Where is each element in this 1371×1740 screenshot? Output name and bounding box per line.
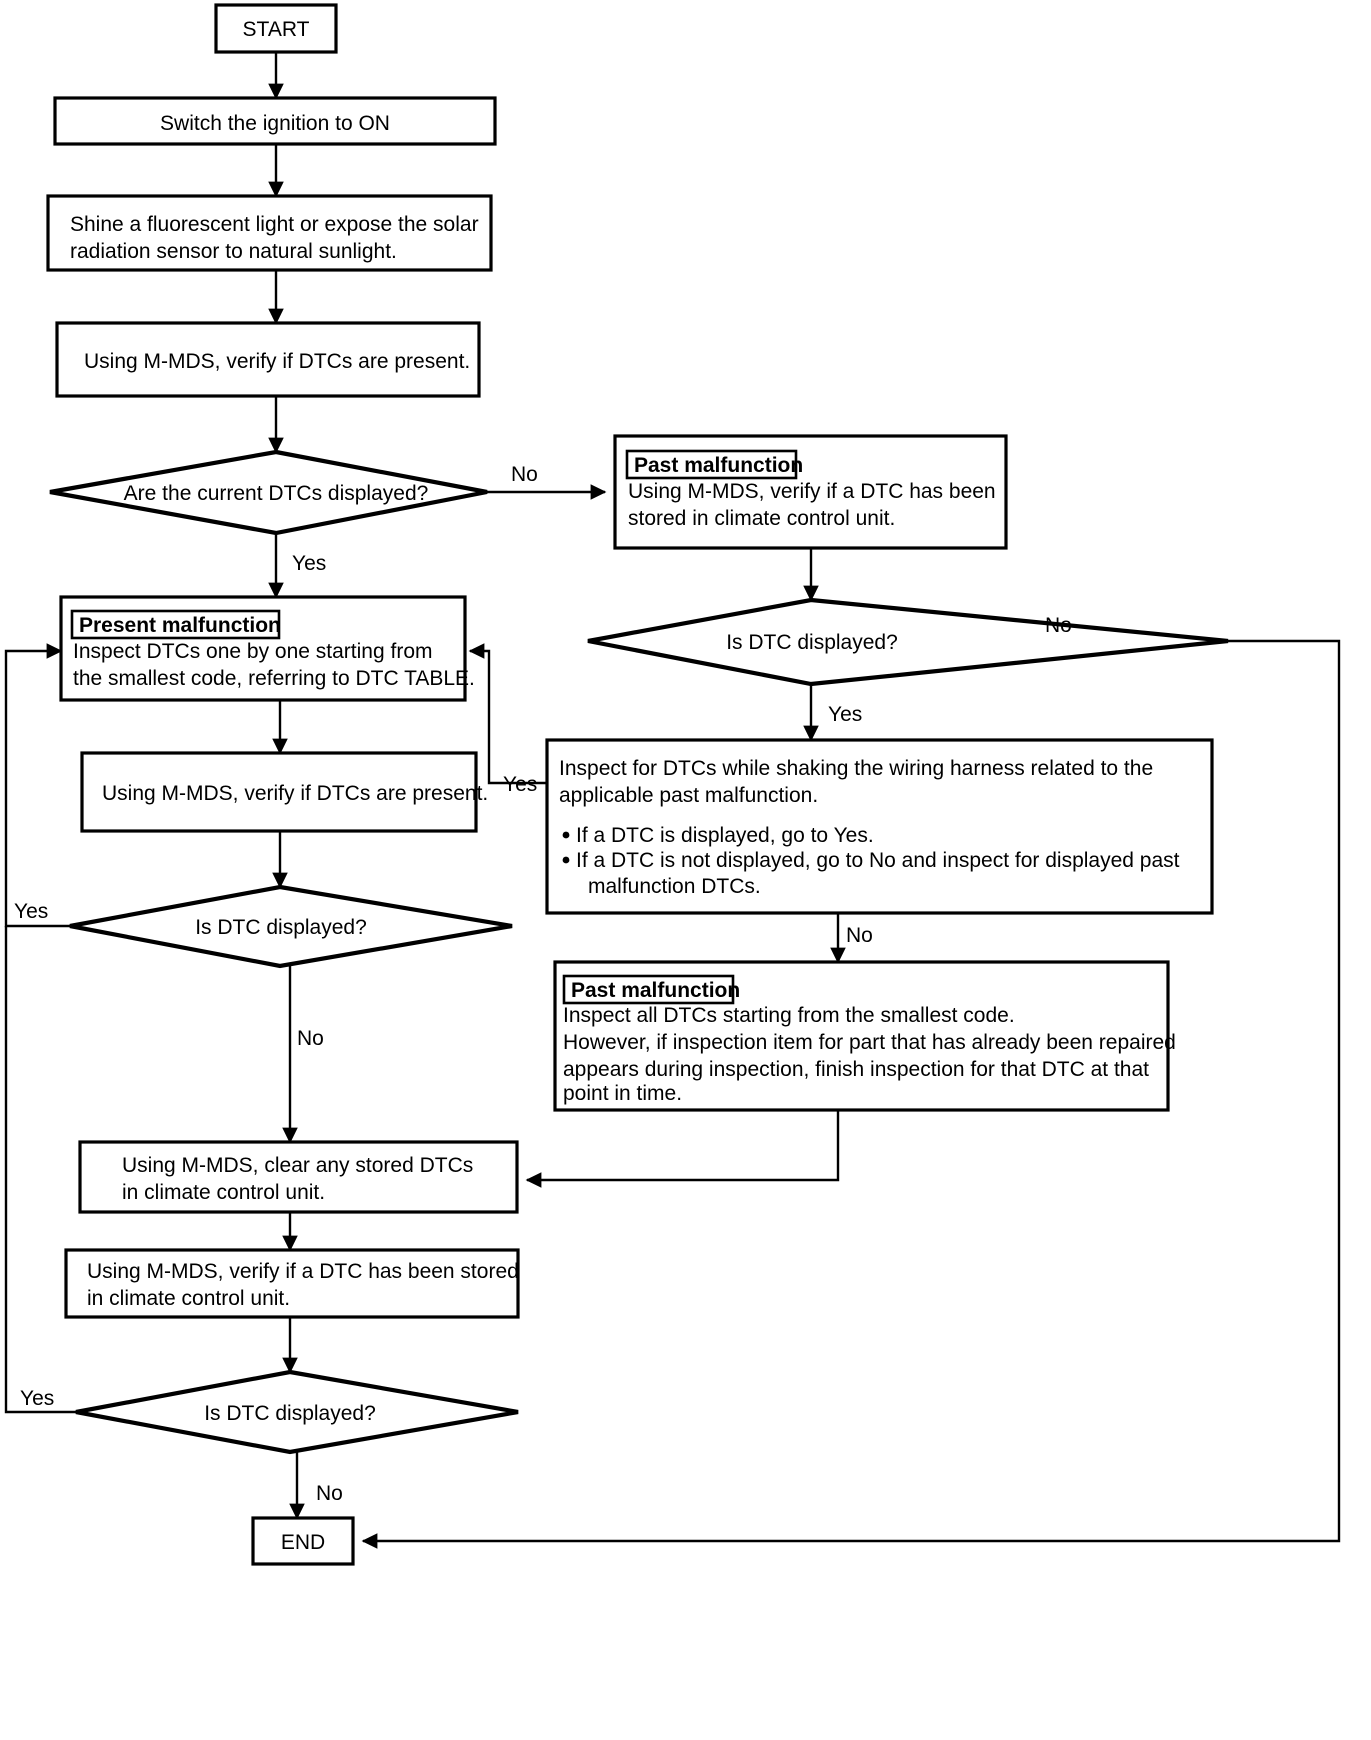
connector-shake-yes-to-present [468,643,547,785]
node-ignition: Switch the ignition to ON [53,96,497,146]
node-decision-dtc-right: Is DTC displayed? [587,597,1229,687]
node-decision-dtc-bottom: Is DTC displayed? [75,1369,519,1455]
decision-dtc-right-label: Is DTC displayed? [726,631,898,654]
shine-light-line-2: radiation sensor to natural sunlight. [70,240,397,263]
node-past-malfunction-verify: Past malfunction Using M-MDS, verify if … [613,434,1008,550]
shake-harness-line-2: applicable past malfunction. [559,784,818,807]
node-clear-dtcs: Using M-MDS, clear any stored DTCs in cl… [78,1140,519,1214]
past-malfunction-inspect-all-line-2: However, if inspection item for part tha… [563,1031,1176,1054]
shake-harness-box [545,738,1214,915]
shake-harness-bullet-2-cont: malfunction DTCs. [588,875,761,898]
node-shine-light: Shine a fluorescent light or expose the … [46,194,493,272]
present-malfunction-inspect-box [59,595,467,702]
connector-decisionbottom-yes-rail [4,926,76,1414]
shake-harness-bullet-2: If a DTC is not displayed, go to No and … [576,849,1180,872]
node-verify-dtcs-2: Using M-MDS, verify if DTCs are present. [80,751,488,833]
shine-light-line-1: Shine a fluorescent light or expose the … [70,213,479,236]
past-malfunction-verify-box [613,434,1008,550]
clear-dtcs-box [78,1140,519,1214]
decision-dtc-bottom-label: Is DTC displayed? [204,1402,376,1425]
past-malfunction-verify-tag: Past malfunction [634,454,803,477]
edge-label-no-dtc-right: No [1045,614,1072,637]
edge-label-no-dtc-bottom: No [316,1482,343,1505]
decision-current-dtcs-label: Are the current DTCs displayed? [124,482,429,505]
verify-stored-dtc-line-1: Using M-MDS, verify if a DTC has been st… [87,1260,519,1283]
node-decision-current-dtcs: Are the current DTCs displayed? [49,449,488,536]
past-malfunction-verify-tagbox [625,449,798,480]
past-malfunction-inspect-all-box [553,960,1170,1112]
end-box [251,1516,355,1566]
clear-dtcs-line-2: in climate control unit. [122,1181,325,1204]
present-malfunction-inspect-line-2: the smallest code, referring to DTC TABL… [73,667,475,690]
connector-pastall-to-clear [525,1110,840,1188]
edge-label-yes-current-dtcs: Yes [292,552,326,575]
edge-label-yes-dtc-left-mid: Yes [14,900,48,923]
past-malfunction-inspect-all-tag: Past malfunction [571,979,740,1002]
verify-dtcs-2-label: Using M-MDS, verify if DTCs are present. [102,782,488,805]
past-malfunction-verify-line-1: Using M-MDS, verify if a DTC has been [628,480,996,503]
verify-stored-dtc-box [64,1248,520,1319]
shine-light-box [46,194,493,272]
node-past-malfunction-inspect-all: Past malfunction Inspect all DTCs starti… [553,960,1176,1112]
node-decision-dtc-left-mid: Is DTC displayed? [69,884,513,969]
verify-dtcs-1-label: Using M-MDS, verify if DTCs are present. [84,350,470,373]
node-shake-harness: Inspect for DTCs while shaking the wirin… [545,738,1214,915]
edge-label-no-current-dtcs: No [511,463,538,486]
node-verify-dtcs-1: Using M-MDS, verify if DTCs are present. [55,321,481,398]
start-label: START [243,18,310,41]
shake-harness-line-1: Inspect for DTCs while shaking the wirin… [559,757,1153,780]
edge-label-yes-shake: Yes [503,773,537,796]
verify-stored-dtc-line-2: in climate control unit. [87,1287,290,1310]
decision-dtc-left-mid-label: Is DTC displayed? [195,916,367,939]
node-start: START [214,3,338,54]
decision-dtc-left-mid-shape [69,884,513,969]
connectors [4,52,1341,1549]
shake-harness-bullet-marker-1 [562,831,570,839]
shake-harness-bullet-1: If a DTC is displayed, go to Yes. [576,824,874,847]
decision-dtc-bottom-shape [75,1369,519,1455]
present-malfunction-inspect-tagbox [70,609,281,640]
edge-label-yes-dtc-bottom: Yes [20,1387,54,1410]
node-verify-stored-dtc: Using M-MDS, verify if a DTC has been st… [64,1248,520,1319]
present-malfunction-inspect-line-1: Inspect DTCs one by one starting from [73,640,433,663]
node-end: END [251,1516,355,1566]
ignition-label: Switch the ignition to ON [160,112,390,135]
past-malfunction-verify-line-2: stored in climate control unit. [628,507,895,530]
present-malfunction-inspect-tag: Present malfunction [79,614,281,637]
clear-dtcs-line-1: Using M-MDS, clear any stored DTCs [122,1154,473,1177]
decision-dtc-right-shape [587,597,1229,687]
edge-label-no-dtc-left-mid: No [297,1027,324,1050]
past-malfunction-inspect-all-line-3: appears during inspection, finish inspec… [563,1058,1149,1081]
past-malfunction-inspect-all-tagbox [562,974,735,1005]
node-present-malfunction-inspect: Present malfunction Inspect DTCs one by … [59,595,475,702]
shake-harness-bullet-marker-2 [562,856,570,864]
edge-label-no-shake: No [846,924,873,947]
decision-current-dtcs-shape [49,449,488,536]
verify-dtcs-1-box [55,321,481,398]
verify-dtcs-2-box [80,751,478,833]
start-box [214,3,338,54]
edge-label-yes-dtc-right: Yes [828,703,862,726]
connector-decisionmid-yes-to-present [4,643,70,928]
connector-decisionright-no-to-end [361,639,1341,1549]
end-label: END [281,1531,325,1554]
past-malfunction-inspect-all-line-4: point in time. [563,1082,682,1105]
ignition-box [53,96,497,146]
past-malfunction-inspect-all-line-1: Inspect all DTCs starting from the small… [563,1004,1015,1027]
